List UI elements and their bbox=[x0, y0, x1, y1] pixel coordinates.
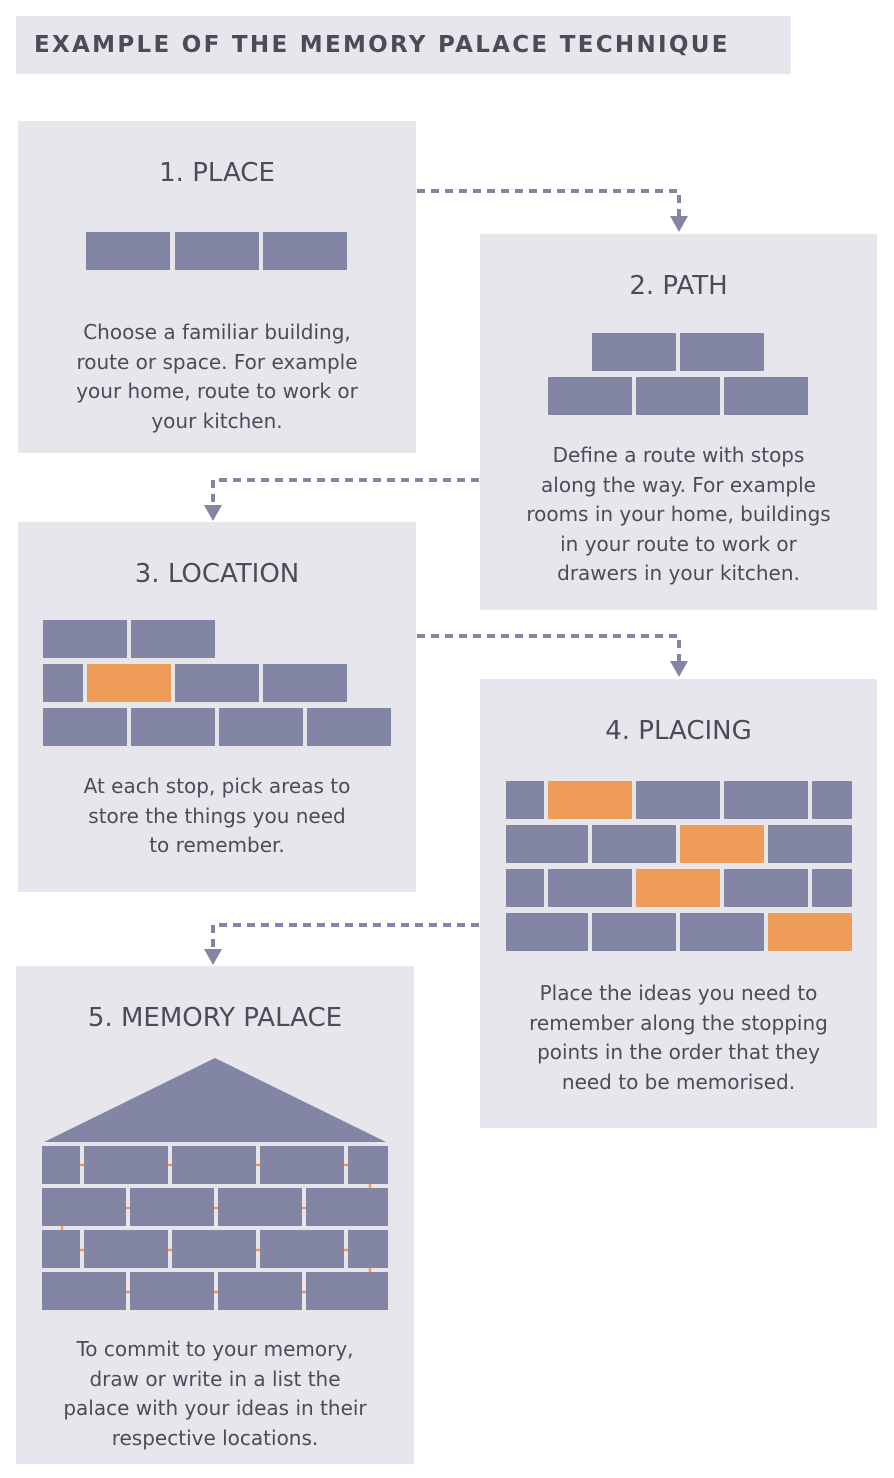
brick bbox=[724, 377, 808, 415]
highlighted-brick bbox=[87, 664, 171, 702]
brick bbox=[592, 825, 676, 863]
brick bbox=[548, 377, 632, 415]
brick bbox=[172, 1146, 256, 1184]
highlighted-brick bbox=[680, 825, 764, 863]
brick bbox=[42, 1188, 126, 1226]
step-place-description: Choose a familiar building, route or spa… bbox=[76, 320, 358, 433]
brick bbox=[636, 377, 720, 415]
palace-roof bbox=[44, 1058, 386, 1142]
brick bbox=[218, 1188, 302, 1226]
step-placing-card: 4. PLACING Place the ideas you need to r… bbox=[480, 679, 877, 1128]
arrow-down-icon bbox=[204, 949, 222, 965]
step-placing-description: Place the ideas you need to remember alo… bbox=[529, 981, 828, 1094]
brick bbox=[131, 708, 215, 746]
title-banner: EXAMPLE OF THE MEMORY PALACE TECHNIQUE bbox=[16, 16, 791, 74]
brick bbox=[592, 333, 676, 371]
brick bbox=[43, 620, 127, 658]
brick bbox=[42, 1146, 80, 1184]
connector-path-to-location bbox=[211, 478, 479, 505]
brick bbox=[724, 869, 808, 907]
brick bbox=[172, 1230, 256, 1268]
brick bbox=[307, 708, 391, 746]
brick bbox=[680, 333, 764, 371]
step-placing-title: 4. PLACING bbox=[605, 716, 752, 746]
brick bbox=[260, 1230, 344, 1268]
brick bbox=[680, 913, 764, 951]
brick bbox=[263, 232, 347, 270]
brick bbox=[175, 664, 259, 702]
brick bbox=[348, 1146, 388, 1184]
brick bbox=[43, 708, 127, 746]
brick bbox=[130, 1272, 214, 1310]
highlighted-brick bbox=[548, 781, 632, 819]
step-path-title: 2. PATH bbox=[629, 271, 728, 301]
highlighted-brick bbox=[768, 913, 852, 951]
brick bbox=[84, 1146, 168, 1184]
arrow-down-icon bbox=[670, 216, 688, 232]
brick bbox=[724, 781, 808, 819]
brick bbox=[506, 825, 588, 863]
brick bbox=[506, 869, 544, 907]
step-memory-palace-card: 5. MEMORY PALACE To commit to your memor… bbox=[16, 966, 414, 1464]
brick bbox=[131, 620, 215, 658]
page-title: EXAMPLE OF THE MEMORY PALACE TECHNIQUE bbox=[34, 32, 730, 58]
connector-placing-to-palace bbox=[211, 923, 479, 949]
brick bbox=[548, 869, 632, 907]
connector-location-to-placing bbox=[417, 634, 681, 661]
brick bbox=[42, 1230, 80, 1268]
connector-place-to-path bbox=[417, 189, 681, 216]
brick bbox=[812, 781, 852, 819]
brick bbox=[263, 664, 347, 702]
palace-roof-shape bbox=[44, 1058, 386, 1142]
brick bbox=[86, 232, 170, 270]
step-location-card: 3. LOCATION At each stop, pick areas to … bbox=[18, 522, 416, 892]
brick bbox=[348, 1230, 388, 1268]
brick bbox=[812, 869, 852, 907]
step-memory-palace-title: 5. MEMORY PALACE bbox=[87, 1003, 343, 1033]
highlighted-brick bbox=[636, 869, 720, 907]
brick bbox=[768, 825, 852, 863]
brick bbox=[42, 1272, 126, 1310]
brick bbox=[84, 1230, 168, 1268]
step-location-description: At each stop, pick areas to store the th… bbox=[83, 774, 351, 857]
step-place-title: 1. PLACE bbox=[159, 158, 275, 188]
arrow-down-icon bbox=[670, 661, 688, 677]
step-location-title: 3. LOCATION bbox=[134, 559, 300, 589]
brick bbox=[260, 1146, 344, 1184]
brick bbox=[219, 708, 303, 746]
brick bbox=[306, 1188, 388, 1226]
step-path-card: 2. PATH Define a route with stops along … bbox=[480, 234, 877, 610]
arrow-down-icon bbox=[204, 505, 222, 521]
brick bbox=[218, 1272, 302, 1310]
brick bbox=[130, 1188, 214, 1226]
brick bbox=[175, 232, 259, 270]
brick bbox=[506, 913, 588, 951]
brick bbox=[636, 781, 720, 819]
brick bbox=[592, 913, 676, 951]
brick bbox=[506, 781, 544, 819]
brick bbox=[306, 1272, 388, 1310]
step-place-card: 1. PLACE Choose a familiar building, rou… bbox=[18, 121, 416, 453]
brick bbox=[43, 664, 83, 702]
step-memory-palace-description: To commit to your memory, draw or write … bbox=[63, 1337, 367, 1450]
step-path-description: Define a route with stops along the way.… bbox=[526, 443, 831, 585]
